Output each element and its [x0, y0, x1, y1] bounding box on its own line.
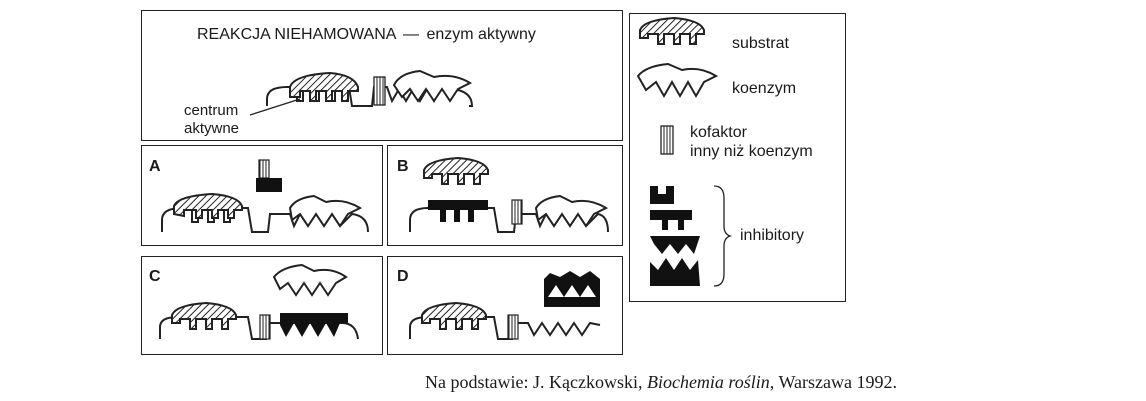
caption-prefix: Na podstawie: J. Kączkowski, — [425, 372, 647, 392]
legend-substrat-label: substrat — [732, 35, 789, 52]
title-dash: — — [403, 26, 420, 43]
legend-inhibitor-3 — [650, 236, 700, 254]
substrate-analog-inhibitor — [428, 200, 488, 222]
panel-c-label: C — [149, 268, 161, 285]
coenzyme-analog-inhibitor — [280, 313, 348, 337]
coenzyme-shape — [288, 194, 363, 228]
panel-c-diagram — [159, 263, 359, 340]
caption-book-title: Biochemia roślin — [646, 372, 770, 392]
panel-b-diagram — [409, 156, 609, 233]
legend-koenzym-label: koenzym — [732, 80, 797, 97]
legend-inhibitor-2 — [650, 210, 692, 230]
panel-d-diagram — [409, 271, 601, 340]
cofactor-shape — [259, 314, 271, 340]
source-caption: Na podstawie: J. Kączkowski, Biochemia r… — [425, 372, 897, 393]
panel-a-diagram — [161, 159, 369, 233]
allosteric-inhibitor — [544, 271, 600, 307]
legend-inhibitor-4 — [650, 258, 700, 286]
cofactor-shape — [373, 76, 386, 106]
displaced-substrate — [423, 156, 489, 185]
panel-a-label: A — [149, 158, 161, 175]
legend-coenzyme-icon — [636, 62, 719, 99]
substrate-shape — [173, 192, 243, 219]
legend-inhibitory-label: inhibitory — [740, 227, 805, 244]
active-site-pointer — [249, 98, 301, 116]
coenzyme-shape — [392, 69, 473, 103]
legend-inhibitor-1 — [650, 186, 674, 204]
subtitle-text: enzym aktywny — [426, 26, 536, 43]
legend-kofaktor-label-line2: inny niż koenzym — [690, 143, 813, 160]
active-site-label-line1: centrum — [184, 102, 239, 119]
panel-d-label: D — [397, 268, 409, 285]
legend-kofaktor-label-line1: kofaktor — [690, 124, 747, 141]
title-text: REAKCJA NIEHAMOWANA — [197, 26, 396, 43]
active-site-label-line2: aktywne — [184, 120, 240, 137]
legend-symbols — [636, 16, 733, 287]
panel-b: B — [387, 145, 623, 246]
caption-suffix: , Warszawa 1992. — [769, 372, 897, 392]
coenzyme-shape — [534, 194, 609, 228]
inhibitors-brace — [713, 185, 733, 287]
panel-d: D — [387, 256, 623, 355]
diagram-title: REAKCJA NIEHAMOWANA — enzym aktywny — [197, 27, 536, 43]
substrate-shape — [421, 301, 487, 330]
substrate-shape — [171, 301, 237, 330]
active-enzyme-diagram — [249, 69, 474, 116]
cofactor-shape — [507, 314, 519, 340]
displaced-coenzyme — [272, 263, 348, 297]
legend-substrate-icon — [639, 16, 705, 45]
substrate-shape — [289, 71, 359, 102]
legend-cofactor-icon — [660, 125, 674, 155]
panel-a: A — [141, 145, 383, 246]
blocked-cofactor-inhibitor — [256, 159, 282, 192]
cofactor-shape — [511, 199, 523, 225]
panel-c: C — [141, 256, 383, 355]
uninhibited-reaction-box: REAKCJA NIEHAMOWANA — enzym aktywny cent… — [141, 10, 623, 141]
panel-b-label: B — [397, 158, 409, 175]
legend-box: substrat koenzym kofaktor inny niż koenz… — [629, 13, 846, 302]
